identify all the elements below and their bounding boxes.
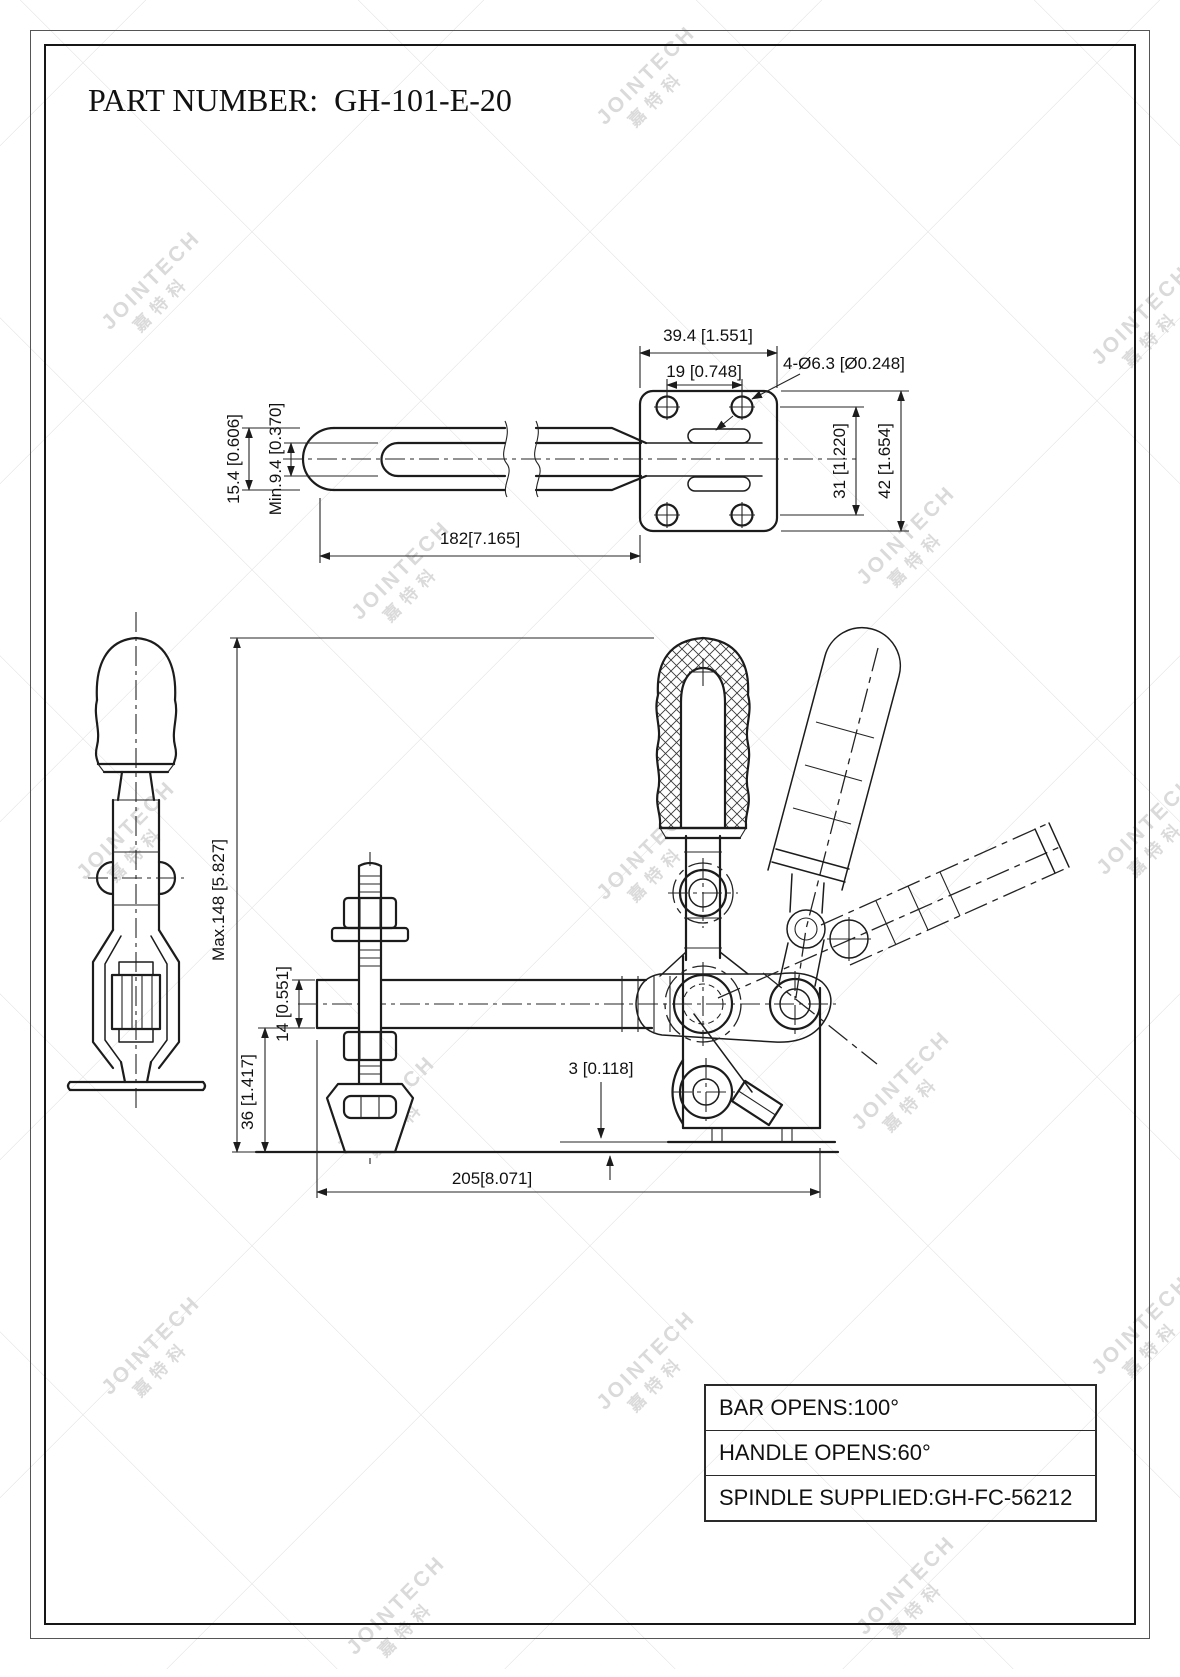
- spec-row-bar-opens: BAR OPENS:100°: [719, 1395, 899, 1420]
- dim-max-height: Max.148 [5.827]: [209, 839, 228, 961]
- dim-overall-length: 205[8.071]: [452, 1169, 532, 1188]
- front-view-handle-open-phantom: [767, 626, 902, 1005]
- dim-hole-spacing: 19 [0.748]: [666, 362, 742, 381]
- spindle-stop-block: [730, 1079, 784, 1127]
- page-title: PART NUMBER: GH-101-E-20: [88, 82, 512, 118]
- dim-bar-length: 182[7.165]: [440, 529, 520, 548]
- callout-holes: 4-Ø6.3 [Ø0.248]: [783, 354, 905, 373]
- front-view-spindle: [325, 852, 415, 1164]
- side-view-base-flange: [66, 1080, 207, 1092]
- top-view-mounting-plate: [638, 389, 779, 533]
- front-view-dimensions: Max.148 [5.827] 14 [0.551] 36 [1.417] 3 …: [209, 637, 821, 1198]
- dim-foot-offset: 3 [0.118]: [569, 1059, 634, 1078]
- front-view: Max.148 [5.827] 14 [0.551] 36 [1.417] 3 …: [209, 626, 1070, 1198]
- spec-row-spindle-supplied: SPINDLE SUPPLIED:GH-FC-56212: [706, 1475, 1095, 1520]
- front-view-handle-closed: [655, 636, 751, 977]
- dim-spindle-reach: 36 [1.417]: [238, 1054, 257, 1130]
- spec-table: BAR OPENS:100° HANDLE OPENS:60° SPINDLE …: [704, 1384, 1097, 1522]
- dim-bar-width: 15.4 [0.606]: [224, 414, 243, 504]
- front-view-base: [666, 954, 837, 1144]
- front-view-bar-open-phantom: [717, 822, 1070, 1065]
- top-view-mounting-holes: [654, 394, 755, 528]
- dim-plate-height: 42 [1.654]: [875, 423, 894, 499]
- dim-hole-pitch: 31 [1.220]: [830, 423, 849, 499]
- grip-cross-hatch: [655, 636, 751, 830]
- side-view-fork-frame: [88, 770, 184, 1084]
- side-view: [66, 612, 207, 1108]
- top-view: 39.4 [1.551] 19 [0.748] 4-Ø6.3 [Ø0.248] …: [224, 326, 909, 563]
- top-view-plate-details: [645, 428, 763, 492]
- bar-break-lines: [503, 420, 541, 498]
- side-view-grip: [94, 636, 178, 774]
- dim-bar-thickness: 14 [0.551]: [273, 966, 292, 1042]
- top-view-dimensions: 39.4 [1.551] 19 [0.748] 4-Ø6.3 [Ø0.248] …: [224, 326, 909, 563]
- dim-plate-width: 39.4 [1.551]: [663, 326, 753, 345]
- dim-slot-width: Min.9.4 [0.370]: [266, 403, 285, 515]
- top-view-u-bar: [301, 420, 648, 498]
- spec-row-handle-opens: HANDLE OPENS:60°: [706, 1430, 1095, 1475]
